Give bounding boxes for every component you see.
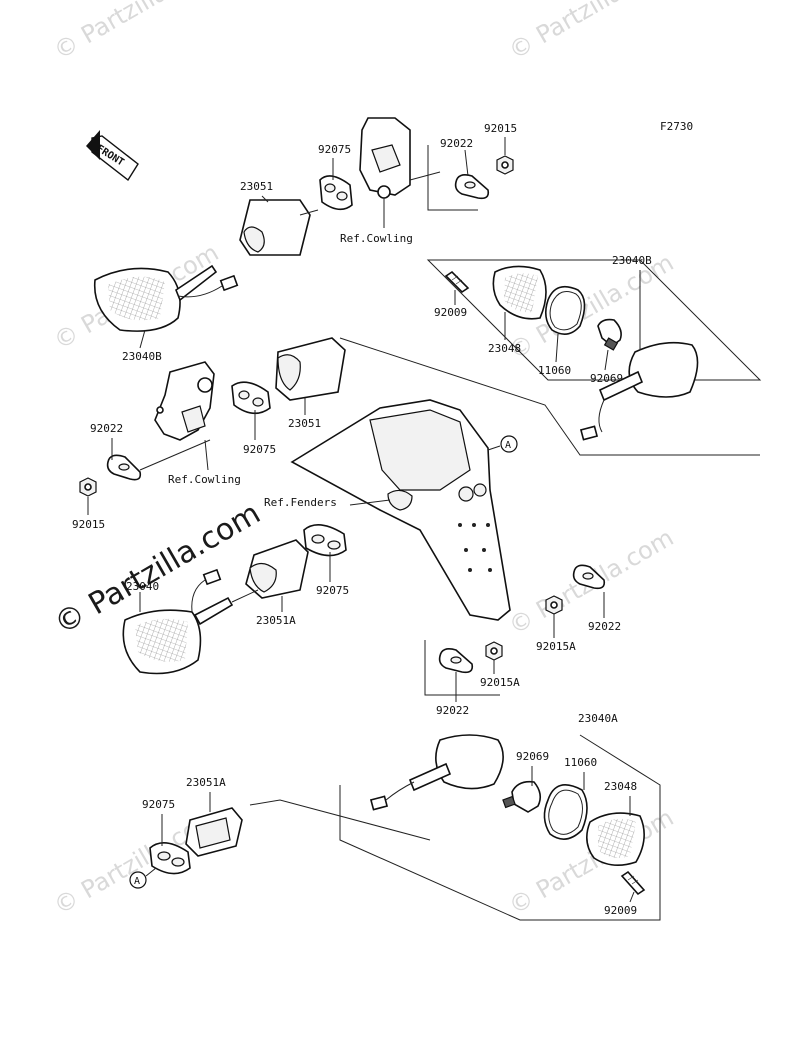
washer-92022-right [572, 564, 606, 590]
part-number: 11060 [538, 364, 571, 377]
part-number: 23051 [288, 417, 321, 430]
callout-a-top: A [487, 435, 518, 453]
turn-signal-housing-23040A [369, 734, 504, 811]
part-number: 11060 [564, 756, 597, 769]
lens-23048-top [492, 265, 547, 320]
turn-signal-23040B-left [93, 264, 239, 332]
housing-23051A-mid [245, 539, 309, 599]
bulb-92069-top [597, 318, 622, 351]
part-number: 92009 [434, 306, 467, 319]
housing-23051-mid [275, 337, 346, 401]
front-arrow-icon: FRONT [86, 130, 139, 182]
part-number: 92015A [536, 640, 576, 653]
nut-92015-top [496, 155, 514, 175]
screw-92009-bottom [620, 870, 646, 896]
part-number: 23051A [186, 776, 226, 789]
part-number: 92015 [72, 518, 105, 531]
part-number: 92022 [588, 620, 621, 633]
part-number: 92015A [480, 676, 520, 689]
gasket-11060-top [544, 285, 586, 335]
grommet-92075-mid [231, 381, 271, 415]
part-number: 92022 [440, 137, 473, 150]
part-number: 92015 [484, 122, 517, 135]
washer-92022-center [438, 648, 474, 674]
part-number: 23051 [240, 180, 273, 193]
callout-letter: A [134, 876, 140, 887]
watermark-text: © Partzilla.com [49, 0, 223, 65]
part-number: 23040B [612, 254, 652, 267]
washer-92022-top [454, 174, 490, 200]
grommet-92075-low [303, 524, 347, 557]
gasket-11060-bottom [543, 784, 588, 840]
grommet-92075-bottom [145, 842, 191, 877]
part-number: 92069 [590, 372, 623, 385]
callout-letter: A [505, 440, 511, 451]
part-number: 92075 [243, 443, 276, 456]
part-number: 23048 [488, 342, 521, 355]
turn-signal-23040 [122, 568, 259, 675]
watermark-text: © Partzilla.com [504, 0, 678, 65]
screw-92009-top [444, 270, 470, 294]
leader-lines [87, 137, 641, 903]
turn-signal-housing-top-right [579, 341, 699, 441]
cowling-bracket-top [359, 117, 441, 228]
part-number: 23040B [122, 350, 162, 363]
cowling-bracket-left [154, 361, 215, 471]
ref-fenders: Ref.Fenders [264, 496, 337, 509]
part-number: 92075 [142, 798, 175, 811]
bulb-92069-bottom [502, 780, 542, 813]
rear-fender [290, 399, 511, 621]
grommet-92075-top [319, 175, 353, 211]
ref-cowling-top: Ref.Cowling [340, 232, 413, 245]
part-number: 92069 [516, 750, 549, 763]
nut-92015A-right [545, 595, 563, 615]
lens-23048-bottom [586, 812, 645, 866]
nut-92015A-center [485, 641, 503, 661]
part-number: 23051A [256, 614, 296, 627]
part-number: 92075 [316, 584, 349, 597]
part-number: 92075 [318, 143, 351, 156]
part-number: 92009 [604, 904, 637, 917]
part-number: 23040A [578, 712, 618, 725]
part-number: 23048 [604, 780, 637, 793]
part-number: 92022 [90, 422, 123, 435]
figure-code: F2730 [660, 120, 693, 133]
housing-23051A-bottom [185, 807, 243, 857]
housing-23051-top [239, 199, 319, 256]
fender-dots [458, 523, 492, 572]
part-number: 23040 [126, 580, 159, 593]
callout-a-bottom: A [129, 871, 147, 889]
part-number: 92022 [436, 704, 469, 717]
nut-92015-left [79, 477, 97, 497]
group-outlines [249, 145, 762, 921]
ref-cowling-left: Ref.Cowling [168, 473, 241, 486]
washer-92022-left [106, 439, 211, 481]
